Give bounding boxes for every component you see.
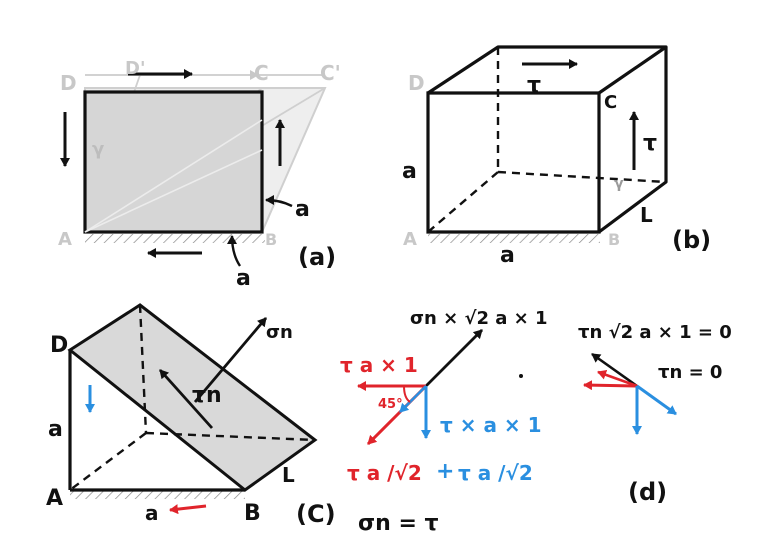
label-a-gamma: γ	[92, 139, 104, 160]
panel-c: D A B a a L σn τn (C)	[46, 303, 336, 528]
panel-b: D C A B τ τ γ a a L (b)	[402, 45, 711, 268]
d-black-arrow	[591, 352, 638, 388]
label-b-D: D	[408, 71, 425, 95]
eq-components-red: τ a /√2	[347, 461, 422, 485]
label-b-C: C	[604, 92, 617, 113]
element-square	[83, 90, 264, 234]
d-red-diagonal-arrow	[597, 369, 638, 388]
label-c-dim-height: a	[48, 417, 63, 442]
label-b-dim-height: a	[402, 159, 417, 184]
eq-tau-ax1-blue: τ × a × 1	[440, 413, 542, 437]
label-c-sigma-n: σn	[266, 322, 293, 343]
eq-sigma-force: σn × √2 a × 1	[410, 308, 548, 329]
eq-tau-ax1-red: τ a × 1	[340, 353, 418, 377]
caption-a: (a)	[298, 243, 336, 271]
label-b-dim-depth: L	[640, 203, 653, 227]
panel-d: τn √2 a × 1 = 0 τn = 0 (d)	[578, 322, 732, 506]
label-c-D: D	[50, 333, 68, 358]
label-a-C: C	[254, 61, 269, 85]
label-a-dim-right: a	[295, 197, 310, 222]
eq-components-blue: τ a /√2	[458, 461, 533, 485]
label-a-B: B	[265, 230, 277, 249]
cube-right-face	[598, 47, 668, 234]
label-b-tau-right: τ	[643, 131, 657, 156]
equilibrium-sketch: σn × √2 a × 1 τ a × 1 45° τ × a × 1 τ a …	[340, 308, 548, 536]
tau-n-arrow	[158, 369, 214, 429]
label-c-B: B	[244, 501, 261, 526]
sigma-force-arrow	[425, 329, 483, 387]
eq-plus: +	[436, 459, 454, 484]
stray-dot	[519, 374, 523, 378]
eq-result: σn = τ	[358, 511, 439, 536]
dim-pointer-right	[265, 195, 293, 208]
caption-c: (C)	[296, 500, 336, 528]
blue-diagonal-arrow	[399, 385, 427, 413]
ground-hatch	[85, 234, 265, 243]
label-b-gamma: γ	[614, 176, 624, 192]
label-c-A: A	[46, 486, 63, 511]
label-b-dim-width: a	[500, 243, 515, 268]
eq-angle-45: 45°	[378, 397, 403, 412]
label-c-dim-depth: L	[282, 463, 295, 487]
label-b-B: B	[608, 230, 620, 249]
label-a-C-prime: C'	[320, 61, 341, 85]
cube-top-face	[427, 45, 668, 95]
eq-tau-n-zero: τn = 0	[658, 362, 722, 383]
caption-d: (d)	[628, 478, 667, 506]
label-b-A: A	[403, 229, 417, 250]
red-tau-arrow-c	[169, 504, 207, 515]
ground-hatch-b	[428, 234, 600, 243]
label-a-dim-bottom: a	[236, 266, 251, 291]
panel-a: D D' C C' A B γ a a (a)	[58, 58, 341, 291]
label-c-dim-width: a	[145, 501, 159, 525]
label-a-A: A	[58, 229, 72, 250]
dim-pointer-bottom	[227, 235, 242, 267]
caption-b: (b)	[672, 226, 711, 254]
d-blue-diagonal-arrow	[636, 384, 677, 416]
label-b-tau-top: τ	[527, 73, 541, 98]
ground-hatch-c	[70, 490, 245, 499]
label-a-D-prime: D'	[125, 58, 145, 79]
label-a-D: D	[60, 71, 77, 95]
angle-45-arc	[403, 385, 411, 403]
sigma-n-arrow	[193, 317, 268, 403]
d-red-horizontal-arrow	[583, 380, 638, 391]
eq-tau-n-sum: τn √2 a × 1 = 0	[578, 322, 732, 343]
label-c-tau-n: τn	[192, 383, 222, 408]
